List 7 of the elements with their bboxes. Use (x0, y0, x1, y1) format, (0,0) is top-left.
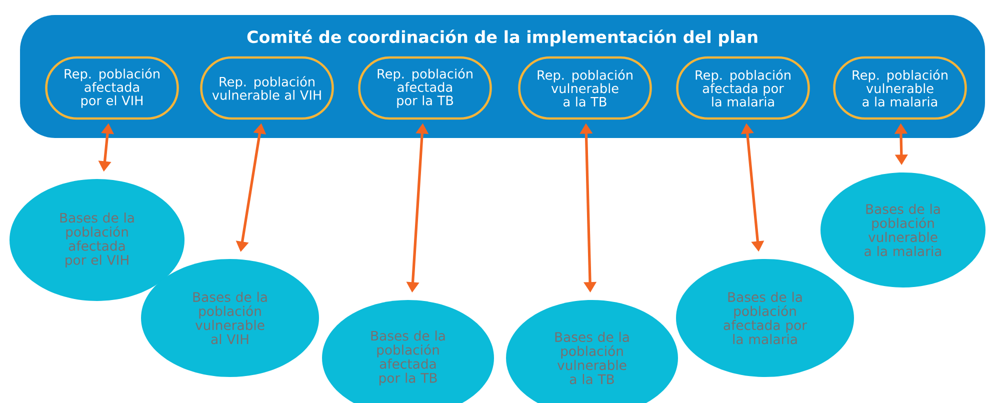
rounded-box: Rep. población afectada por la malaria (676, 56, 810, 120)
rounded-box: Rep. población afectada por la TB (358, 56, 492, 120)
rounded-box: Rep. población vulnerable a la TB (518, 56, 652, 120)
rounded-box: Rep. población afectada por el VIH (45, 56, 179, 120)
panel-title: Comité de coordinación de la implementación del plan (247, 30, 758, 46)
rounded-box: Rep. población vulnerable al VIH (200, 56, 334, 120)
rounded-box: Rep. población vulnerable a la malaria (833, 56, 967, 120)
